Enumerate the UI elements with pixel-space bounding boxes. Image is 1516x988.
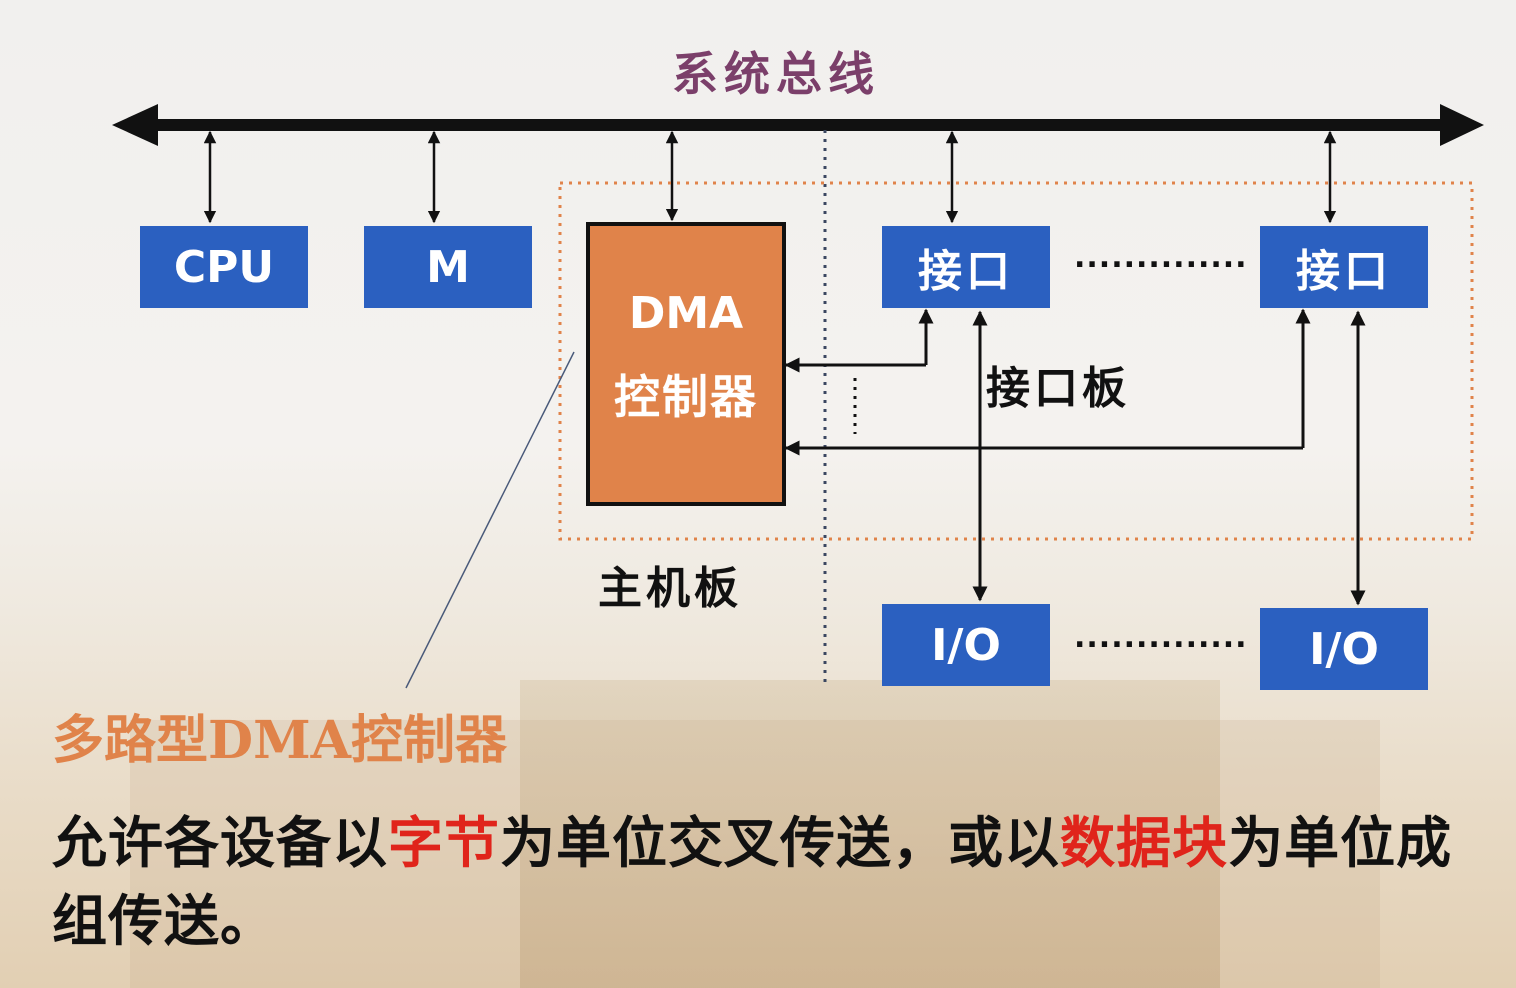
dma-controller-box: DMA 控制器 — [586, 222, 786, 506]
description-highlight-block: 数据块 — [1060, 810, 1229, 875]
dma-label: DMA — [628, 288, 744, 339]
multiplexed-dma-heading: 多路型DMA控制器 — [52, 710, 508, 771]
interface-2-label: 接口 — [1296, 246, 1392, 297]
background-building — [520, 680, 1220, 988]
memory-label: M — [426, 241, 470, 293]
interface-1-label: 接口 — [918, 246, 1014, 297]
callout-leader — [405, 351, 575, 689]
io-1-label: I/O — [931, 619, 1001, 671]
dma-controller-label: 控制器 — [614, 370, 758, 424]
system-bus — [112, 104, 1484, 146]
io-box-1: I/O — [882, 604, 1050, 686]
description-part1: 允许各设备以 — [52, 810, 389, 875]
io-box-2: I/O — [1260, 608, 1428, 690]
system-bus-title: 系统总线 — [672, 47, 880, 101]
dma-interface2-link — [784, 308, 1311, 456]
interface-box-2: 接口 — [1260, 226, 1428, 308]
description-part2: 为单位交叉传送，或以 — [500, 810, 1061, 875]
io-ellipsis: .............. — [1074, 620, 1248, 655]
io-2-label: I/O — [1309, 623, 1379, 675]
main-board-label: 主机板 — [598, 563, 742, 614]
interface-ellipsis: .............. — [1074, 240, 1248, 275]
description-part3: 为单位成组传送。 — [52, 810, 1453, 953]
background-photo-shade — [130, 720, 1380, 988]
dma-interface1-link — [784, 308, 934, 373]
description-paragraph: 允许各设备以字节为单位交叉传送，或以数据块为单位成组传送。 — [52, 804, 1472, 960]
cpu-label: CPU — [173, 241, 275, 293]
description-highlight-byte: 字节 — [388, 810, 501, 875]
memory-box: M — [364, 226, 532, 308]
interface-board-label: 接口板 — [986, 363, 1130, 414]
board-boundary — [558, 181, 1474, 541]
cpu-box: CPU — [140, 226, 308, 308]
interface-box-1: 接口 — [882, 226, 1050, 308]
